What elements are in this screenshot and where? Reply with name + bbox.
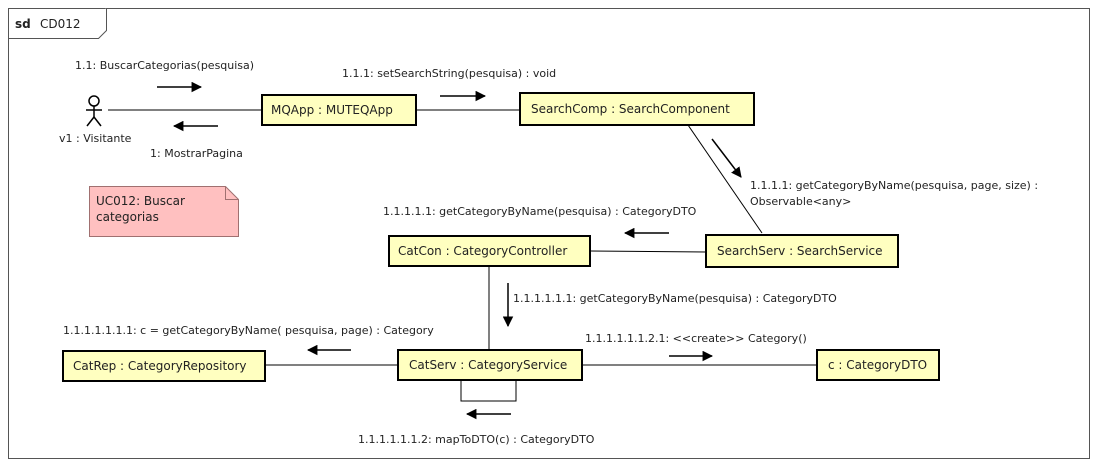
msg-1-1-1-1-line1: 1.1.1.1: getCategoryByName(pesquisa, pag… (750, 179, 1038, 192)
frame-tab (8, 8, 107, 39)
msg-1: 1: MostrarPagina (150, 147, 243, 160)
object-search-serv-label: SearchServ : SearchService (717, 244, 883, 258)
link-catcon-searchserv (589, 250, 707, 253)
link-searchcomp-searchserv (687, 124, 763, 234)
message-arrows (157, 81, 742, 420)
note-line-1: UC012: Buscar (96, 194, 185, 208)
msg-1-1: 1.1: BuscarCategorias(pesquisa) (75, 59, 254, 72)
object-category-dto-label: c : CategoryDTO (828, 358, 927, 372)
arrow-1-1-1-1 (711, 138, 742, 178)
object-cat-con-label: CatCon : CategoryController (398, 244, 567, 258)
use-case-note: UC012: Buscar categorias (89, 186, 239, 237)
msg-1-1-1: 1.1.1: setSearchString(pesquisa) : void (342, 67, 556, 80)
object-search-serv[interactable]: SearchServ : SearchService (705, 234, 899, 268)
object-category-dto[interactable]: c : CategoryDTO (816, 349, 940, 381)
msg-1-1-1-1-1-1: 1.1.1.1.1.1: getCategoryByName(pesquisa)… (513, 292, 837, 305)
frame-name: CD012 (40, 17, 81, 31)
message-labels: 1.1: BuscarCategorias(pesquisa) 1: Mostr… (63, 59, 1038, 446)
object-cat-serv-label: CatServ : CategoryService (409, 358, 567, 372)
object-mqapp-label: MQApp : MUTEQApp (271, 103, 393, 117)
msg-1-1-1-1-1: 1.1.1.1.1: getCategoryByName(pesquisa) :… (383, 205, 697, 218)
object-cat-con[interactable]: CatCon : CategoryController (388, 235, 591, 267)
msg-1-1-1-1-1-1-1: 1.1.1.1.1.1.1: c = getCategoryByName( pe… (63, 324, 434, 337)
object-cat-serv[interactable]: CatServ : CategoryService (397, 349, 583, 381)
links (108, 109, 817, 402)
object-cat-rep-label: CatRep : CategoryRepository (73, 359, 247, 373)
object-mqapp[interactable]: MQApp : MUTEQApp (261, 94, 417, 126)
actor-label: v1 : Visitante (59, 132, 132, 145)
msg-1-1-1-1-line2: Observable<any> (750, 195, 851, 208)
object-search-comp-label: SearchComp : SearchComponent (531, 102, 730, 116)
object-search-comp[interactable]: SearchComp : SearchComponent (519, 92, 755, 126)
object-cat-rep[interactable]: CatRep : CategoryRepository (62, 350, 266, 382)
frame-keyword: sd (15, 17, 31, 31)
actor-icon (86, 95, 102, 127)
msg-1-1-1-1-1-1-2-1: 1.1.1.1.1.1.2.1: <<create>> Category() (585, 332, 807, 345)
msg-1-1-1-1-1-1-2: 1.1.1.1.1.1.2: mapToDTO(c) : CategoryDTO (358, 433, 595, 446)
self-link-catserv (460, 381, 517, 402)
note-line-2: categorias (96, 210, 159, 224)
